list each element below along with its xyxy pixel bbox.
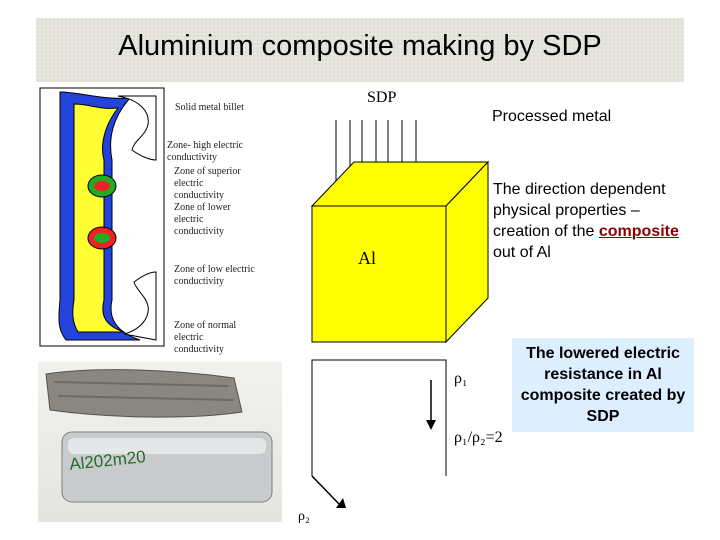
direction-text-pre: The direction dependent physical propert…	[493, 181, 666, 240]
composite-word: composite	[598, 223, 679, 240]
rho1-label: ρ₁	[454, 370, 468, 387]
label-zone-lower: Zone of lower electric conductivity	[174, 202, 231, 237]
cube-label: Al	[358, 248, 376, 268]
title-background	[36, 18, 684, 82]
label-zone-normal: Zone of normal electric conductivity	[174, 320, 237, 355]
processed-metal-label: Processed metal	[492, 108, 612, 125]
rho1-arrow-head	[426, 420, 436, 430]
note-text: The lowered electric resistance in Al co…	[520, 345, 686, 425]
resistivity-frame	[311, 359, 447, 476]
rods-illustration: Al202m20	[45, 369, 273, 503]
billet-yellow-zone	[72, 103, 125, 333]
photo-aluminium-rods: Al202m20	[38, 362, 282, 522]
direction-text-post: out of Al	[493, 244, 551, 261]
note-box	[512, 338, 694, 432]
label-solid-metal-billet: Solid metal billet	[175, 102, 244, 113]
rho-ratio-label: ρ₁/ρ₂=2	[454, 429, 503, 446]
sdp-label: SDP	[367, 89, 397, 106]
zone-lower-core	[94, 233, 110, 243]
rho2-arrow-line	[311, 475, 341, 506]
smooth-rod-highlight	[68, 438, 266, 454]
rho2-arrow-head	[336, 498, 346, 508]
billet-notch-bottom	[123, 271, 157, 341]
cube-front-face	[311, 205, 447, 343]
rho2-label: ρ₂	[298, 509, 310, 524]
rough-rod-texture	[53, 381, 235, 401]
zone-superior-core	[94, 181, 110, 191]
page-title: Aluminium composite making by SDP	[118, 30, 602, 62]
direction-description: The direction dependent physical propert…	[493, 179, 683, 263]
rough-rod	[45, 369, 243, 418]
label-zone-high: Zone- high electric conductivity	[167, 140, 244, 163]
label-zone-low: Zone of low electric conductivity	[174, 264, 255, 287]
billet-notch-top	[117, 95, 157, 161]
label-zone-superior: Zone of superior electric conductivity	[174, 166, 241, 201]
